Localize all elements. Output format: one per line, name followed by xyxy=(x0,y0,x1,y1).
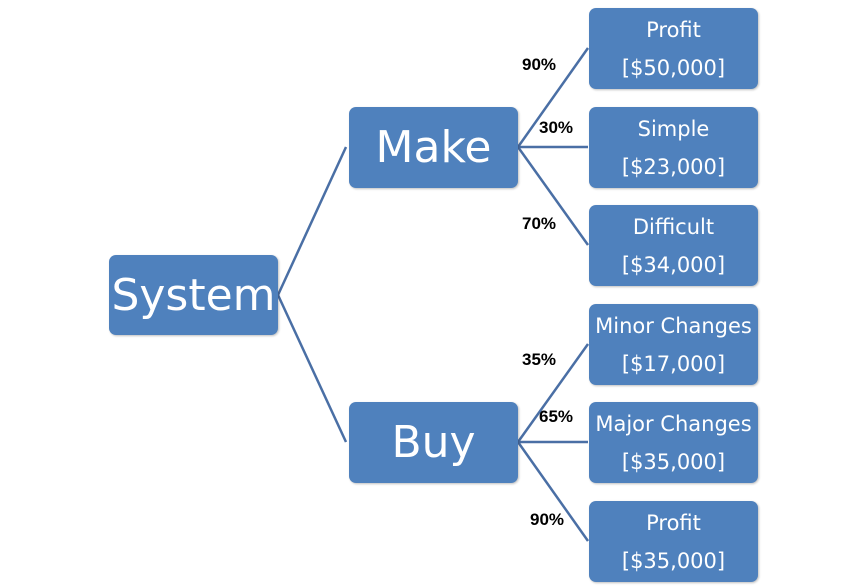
branch-node-make: Make xyxy=(349,107,518,188)
link-make-difficult xyxy=(516,146,590,246)
outcome-value: [$35,000] xyxy=(621,449,726,474)
branch-node-buy: Buy xyxy=(349,402,518,483)
link-system-make xyxy=(276,146,348,296)
probability-label-make-profit: 90% xyxy=(522,55,557,74)
outcome-node-buy-minor-changes: Minor Changes [$17,000] xyxy=(589,304,758,385)
root-node-label: System xyxy=(111,269,276,321)
outcome-node-buy-profit: Profit [$35,000] xyxy=(589,501,758,582)
outcome-name: Simple xyxy=(637,116,710,141)
outcome-name: Profit xyxy=(646,510,701,535)
outcome-name: Profit xyxy=(646,17,701,42)
root-node-system: System xyxy=(109,255,278,335)
branch-node-label: Make xyxy=(375,122,492,173)
outcome-value: [$34,000] xyxy=(621,252,726,277)
link-system-buy xyxy=(276,294,348,443)
probability-label-make-difficult: 70% xyxy=(522,214,557,233)
outcome-value: [$50,000] xyxy=(621,55,726,80)
outcome-name: Minor Changes xyxy=(595,313,752,338)
probability-label-buy-minor: 35% xyxy=(522,350,557,369)
probability-label-buy-major: 65% xyxy=(539,407,574,426)
branch-node-label: Buy xyxy=(391,417,476,468)
probability-label-buy-profit: 90% xyxy=(530,510,565,529)
link-make-profit xyxy=(516,47,590,148)
outcome-node-make-profit: Profit [$50,000] xyxy=(589,8,758,89)
outcome-name: Difficult xyxy=(632,214,715,239)
outcome-value: [$17,000] xyxy=(621,351,726,376)
probability-label-make-simple: 30% xyxy=(539,118,574,137)
outcome-value: [$35,000] xyxy=(621,548,726,573)
outcome-value: [$23,000] xyxy=(621,154,726,179)
link-buy-profit xyxy=(516,441,590,542)
outcome-node-make-difficult: Difficult [$34,000] xyxy=(589,205,758,286)
outcome-node-buy-major-changes: Major Changes [$35,000] xyxy=(589,402,758,483)
outcome-node-make-simple: Simple [$23,000] xyxy=(589,107,758,188)
outcome-name: Major Changes xyxy=(595,411,752,436)
link-buy-minor xyxy=(516,343,590,443)
